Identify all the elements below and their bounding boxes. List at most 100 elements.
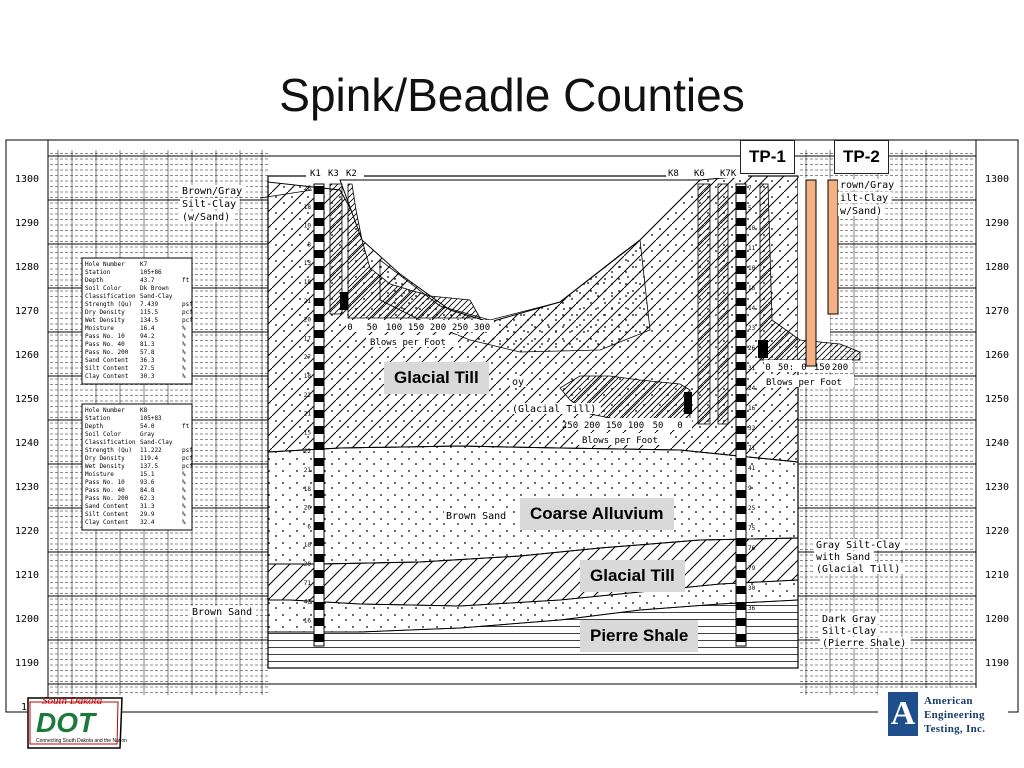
annotations: Brown/GraySilt-Clay(w/Sand)rown/Grayilt-…	[180, 179, 911, 649]
elevation-label: 1250	[15, 394, 39, 405]
table-value: 93.6	[140, 479, 155, 486]
table-unit: %	[182, 357, 186, 364]
blow-count: 71	[304, 580, 312, 587]
scale-tick: 200	[584, 421, 600, 431]
table-value: K7	[140, 261, 148, 268]
blow-count: 79	[748, 565, 756, 572]
table-value: Gray	[140, 431, 155, 438]
boring-k8	[697, 183, 729, 425]
elevation-label: 1290	[15, 218, 39, 229]
table-key: Moisture	[85, 325, 114, 332]
table-value: 43.7	[140, 277, 155, 284]
elevation-label: 1230	[15, 482, 39, 493]
label-glacial-till-upper: Glacial Till	[384, 362, 489, 394]
table-unit: ft	[182, 277, 190, 284]
aet-logo: A American Engineering Testing, Inc.	[878, 688, 1008, 744]
table-unit: pcf	[182, 463, 193, 470]
blow-count: 21	[304, 411, 312, 418]
table-value: 105+83	[140, 415, 162, 422]
table-value: Sand-Clay	[140, 293, 173, 300]
elevation-label: 1210	[985, 570, 1009, 581]
scale-tick: 250	[452, 323, 468, 333]
scale-tick: 100	[628, 421, 644, 431]
aet-line-3: Testing, Inc.	[924, 723, 986, 735]
table-key: Hole Number	[85, 261, 125, 268]
elevation-label: 1200	[15, 614, 39, 625]
table-unit: %	[182, 471, 186, 478]
table-unit: %	[182, 511, 186, 518]
annotation-dark-gray-silt-clay: Silt-Clay	[822, 626, 876, 637]
blow-count: 76	[748, 545, 756, 552]
elevation-label: 1300	[15, 174, 39, 185]
table-key: Moisture	[85, 471, 114, 478]
table-value: 94.2	[140, 333, 155, 340]
elevation-label: 1280	[985, 262, 1009, 273]
elevation-label: 1280	[15, 262, 39, 273]
blow-count: 27	[304, 354, 312, 361]
blow-count: 13	[304, 260, 312, 267]
table-value: 32.4	[140, 519, 155, 526]
blow-counts-right: 7510111016142326312416327141925757679303…	[748, 185, 756, 612]
table-unit: psf	[182, 447, 193, 454]
table-value: 57.8	[140, 349, 155, 356]
annotation-glacial-till: oy	[512, 377, 524, 388]
annotation-gray-silt-clay: Gray Silt-Clay	[816, 540, 900, 551]
table-key: Classification	[85, 293, 136, 300]
table-value: 105+86	[140, 269, 162, 276]
annotation-brown-gray-silt-clay: Silt-Clay	[182, 199, 236, 210]
table-unit: ft	[182, 423, 190, 430]
blow-count: 31	[748, 365, 756, 372]
annotation-brown-gray-silt-clay: (w/Sand)	[182, 212, 230, 223]
blow-count: 42	[304, 599, 312, 606]
annotation-brown-sand-left: Brown Sand	[192, 607, 252, 618]
boring-label: K7K	[720, 169, 737, 179]
blow-count: 16	[748, 285, 756, 292]
blow-count: 41	[748, 465, 756, 472]
table-key: Strength (Qu)	[85, 301, 132, 308]
table-key: Sand Content	[85, 357, 129, 364]
table-value: 81.3	[140, 341, 155, 348]
table-unit: %	[182, 373, 186, 380]
table-unit: %	[182, 519, 186, 526]
table-unit: pcf	[182, 309, 193, 316]
table-key: Pass No. 200	[85, 349, 129, 356]
annotation-brown-gray-silt-clay: Brown/Gray	[182, 186, 242, 197]
test-pit-tp2-label: TP-2	[834, 140, 889, 174]
blow-count: 18	[304, 486, 312, 493]
blow-count: 7	[748, 185, 752, 192]
blow-count: 6	[307, 523, 311, 530]
blow-count: 14	[748, 305, 756, 312]
scale-label: Blows per Foot	[582, 436, 658, 446]
blow-count: 26	[304, 505, 312, 512]
table-value: 119.4	[140, 455, 158, 462]
table-key: Wet Density	[85, 463, 125, 470]
table-unit: %	[182, 349, 186, 356]
scale-label: Blows per Foot	[766, 378, 842, 388]
elevation-label: 1260	[985, 350, 1009, 361]
blow-count: 36	[748, 605, 756, 612]
elevation-label: 1190	[15, 658, 39, 669]
blow-count: 15	[304, 429, 312, 436]
annotation-gray-silt-clay: (Glacial Till)	[816, 564, 900, 575]
table-value: 36.3	[140, 357, 155, 364]
scale-tick: 200	[832, 363, 848, 373]
table-key: Pass No. 200	[85, 495, 129, 502]
blow-count: 71	[748, 445, 756, 452]
table-value: 31.3	[140, 503, 155, 510]
aet-line-2: Engineering	[924, 709, 985, 721]
blow-count: 22	[304, 448, 312, 455]
scale-tick: 0	[801, 363, 806, 373]
table-key: Classification	[85, 439, 136, 446]
elevation-label: 1240	[15, 438, 39, 449]
table-key: Soil Color	[85, 285, 122, 292]
annotation-brown-sand: Brown Sand	[446, 511, 506, 522]
test-pit-tp2-bar	[827, 179, 839, 315]
table-value: 11.222	[140, 447, 162, 454]
scale-tick: 200	[430, 323, 446, 333]
scale-tick: 300	[474, 323, 490, 333]
elevation-label: 1300	[985, 174, 1009, 185]
table-value: 134.5	[140, 317, 158, 324]
